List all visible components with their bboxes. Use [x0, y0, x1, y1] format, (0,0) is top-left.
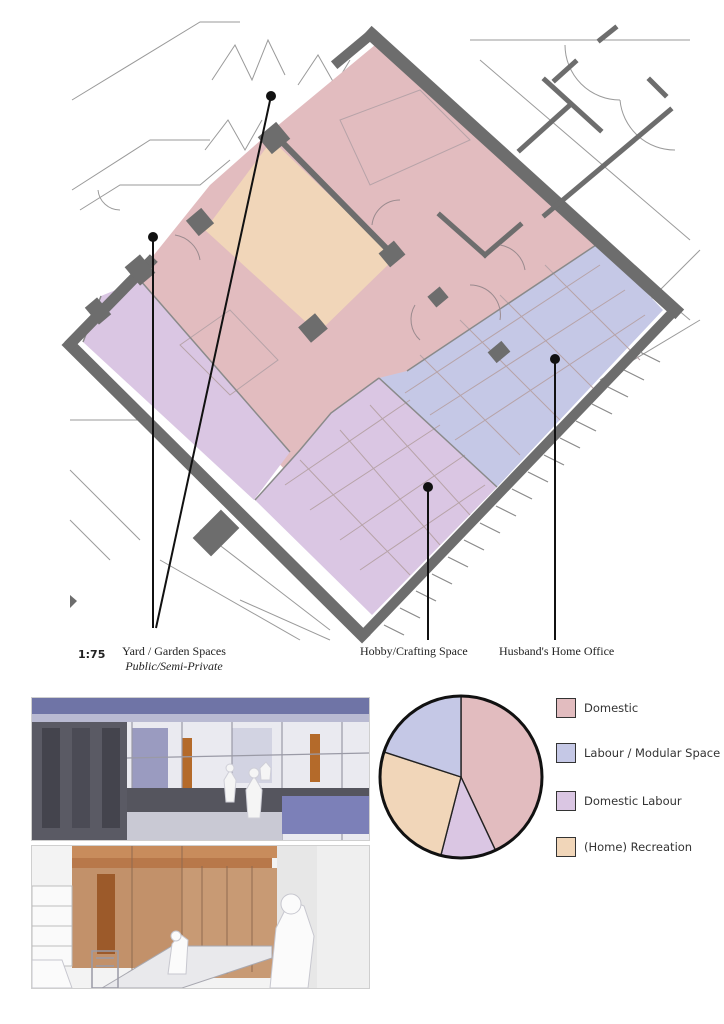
door-swings: [174, 199, 526, 341]
zone-recreation: [205, 140, 395, 333]
render-interior-workspace: [31, 845, 370, 989]
legend-swatch-labour-modular: [556, 743, 576, 763]
callout-yard-subtitle: Public/Semi-Private: [125, 659, 223, 673]
callout-dot-yard-2: [266, 91, 276, 101]
legend-swatch-domestic: [556, 698, 576, 718]
callout-dot-yard-1: [148, 232, 158, 242]
pie-outline: [378, 694, 544, 860]
callout-leaders: [152, 95, 556, 640]
callout-dots: [148, 91, 560, 492]
wall-blocks: [84, 121, 511, 557]
render-interior-corridor: [31, 697, 370, 841]
legend-swatch-domestic-labour: [556, 791, 576, 811]
facade-mullions: [383, 351, 661, 636]
walls: [61, 24, 685, 644]
legend-label-domestic-labour: Domestic Labour: [584, 794, 682, 808]
scale-label: 1:75: [78, 648, 106, 661]
legend-item-domestic-labour: Domestic Labour: [556, 790, 682, 812]
zone-domestic-labour-left: [83, 280, 290, 500]
legend-item-labour-modular: Labour / Modular Space: [556, 742, 720, 764]
zone-dividers: [82, 242, 600, 501]
callout-yard-title: Yard / Garden Spaces: [122, 644, 226, 658]
pie-chart: [378, 694, 544, 860]
legend-label-recreation: (Home) Recreation: [584, 840, 693, 854]
legend-item-recreation: (Home) Recreation: [556, 836, 692, 858]
legend-label-labour-modular: Labour / Modular Space: [584, 746, 721, 760]
floor-plan: [61, 21, 701, 644]
callout-dot-office: [550, 354, 560, 364]
callout-office-title: Husband's Home Office: [499, 644, 615, 658]
legend-label-domestic: Domestic: [584, 701, 639, 715]
callout-hobby-title: Hobby/Crafting Space: [360, 644, 468, 658]
pie-slices: [378, 694, 544, 860]
zones: [83, 45, 663, 615]
legend-item-domestic: Domestic: [556, 697, 638, 719]
north-arrow-icon: [70, 595, 77, 608]
interior-linework: [179, 89, 646, 576]
legend-swatch-recreation: [556, 837, 576, 857]
zone-labour-modular: [379, 243, 663, 487]
zone-domestic-labour-lower: [255, 378, 497, 615]
callout-dot-hobby: [423, 482, 433, 492]
callout-yard: Yard / Garden Spaces Public/Semi-Private: [104, 644, 244, 674]
